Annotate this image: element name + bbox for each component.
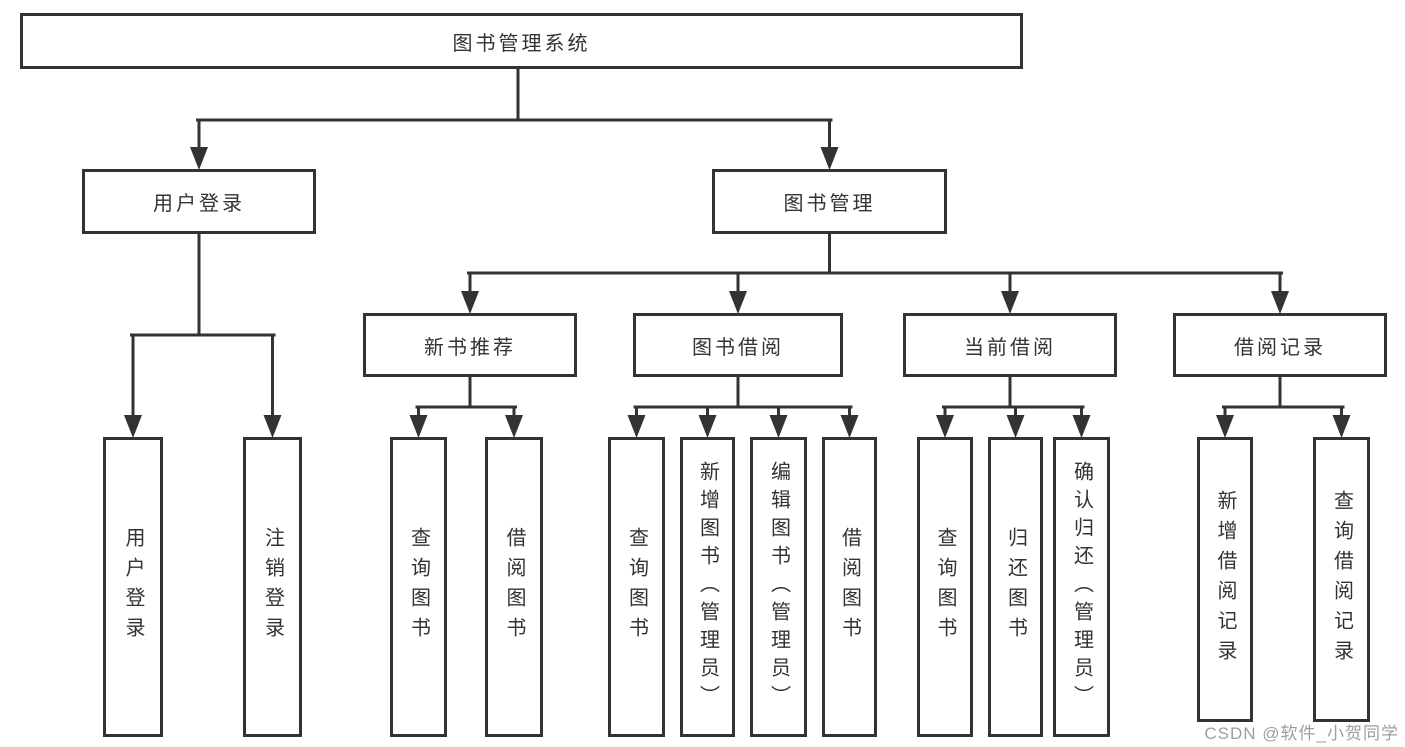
node-borrow-records: 借阅记录 — [1173, 313, 1387, 377]
leaf-user-login-label: 用户登录 — [122, 527, 144, 647]
leaf-records-query-record-label: 查询借阅记录 — [1330, 489, 1353, 670]
leaf-newrec-borrow-books-label: 借阅图书 — [503, 527, 525, 647]
node-root: 图书管理系统 — [20, 13, 1023, 69]
leaf-current-confirm-return-admin: 确认归还（管理员） — [1053, 437, 1110, 737]
node-new-book-recommend-label: 新书推荐 — [424, 336, 516, 359]
node-user-login: 用户登录 — [82, 169, 316, 234]
leaf-borrowing-edit-books-admin: 编辑图书（管理员） — [750, 437, 807, 737]
leaf-user-login: 用户登录 — [103, 437, 163, 737]
leaf-logout-label: 注销登录 — [261, 527, 284, 647]
leaf-current-confirm-return-admin-label: 确认归还（管理员） — [1070, 461, 1093, 713]
leaf-borrowing-borrow-books-label: 借阅图书 — [838, 527, 861, 647]
leaf-current-query-books: 查询图书 — [917, 437, 973, 737]
leaf-borrowing-query-books-label: 查询图书 — [625, 527, 648, 647]
leaf-current-query-books-label: 查询图书 — [934, 527, 956, 647]
leaf-borrowing-borrow-books: 借阅图书 — [822, 437, 877, 737]
leaf-newrec-query-books-label: 查询图书 — [407, 527, 430, 647]
node-current-borrowing-label: 当前借阅 — [964, 336, 1056, 359]
leaf-borrowing-query-books: 查询图书 — [608, 437, 665, 737]
leaf-borrowing-add-books-admin-label: 新增图书（管理员） — [696, 461, 719, 713]
leaf-records-add-record-label: 新增借阅记录 — [1214, 489, 1236, 670]
node-book-borrowing: 图书借阅 — [633, 313, 843, 377]
leaf-newrec-borrow-books: 借阅图书 — [485, 437, 543, 737]
node-user-login-label: 用户登录 — [153, 193, 245, 215]
leaf-records-query-record: 查询借阅记录 — [1313, 437, 1370, 722]
node-book-management: 图书管理 — [712, 169, 947, 234]
node-current-borrowing: 当前借阅 — [903, 313, 1117, 377]
leaf-borrowing-add-books-admin: 新增图书（管理员） — [680, 437, 735, 737]
node-root-label: 图书管理系统 — [452, 32, 591, 55]
node-book-borrowing-label: 图书借阅 — [692, 336, 784, 359]
leaf-logout: 注销登录 — [243, 437, 302, 737]
leaf-borrowing-edit-books-admin-label: 编辑图书（管理员） — [767, 461, 790, 713]
leaf-current-return-books-label: 归还图书 — [1004, 527, 1027, 647]
csdn-watermark: CSDN @软件_小贺同学 — [1204, 724, 1399, 743]
node-new-book-recommend: 新书推荐 — [363, 313, 577, 377]
leaf-current-return-books: 归还图书 — [988, 437, 1043, 737]
leaf-records-add-record: 新增借阅记录 — [1197, 437, 1253, 722]
leaf-newrec-query-books: 查询图书 — [390, 437, 447, 737]
node-book-management-label: 图书管理 — [783, 193, 876, 215]
node-borrow-records-label: 借阅记录 — [1234, 336, 1326, 359]
